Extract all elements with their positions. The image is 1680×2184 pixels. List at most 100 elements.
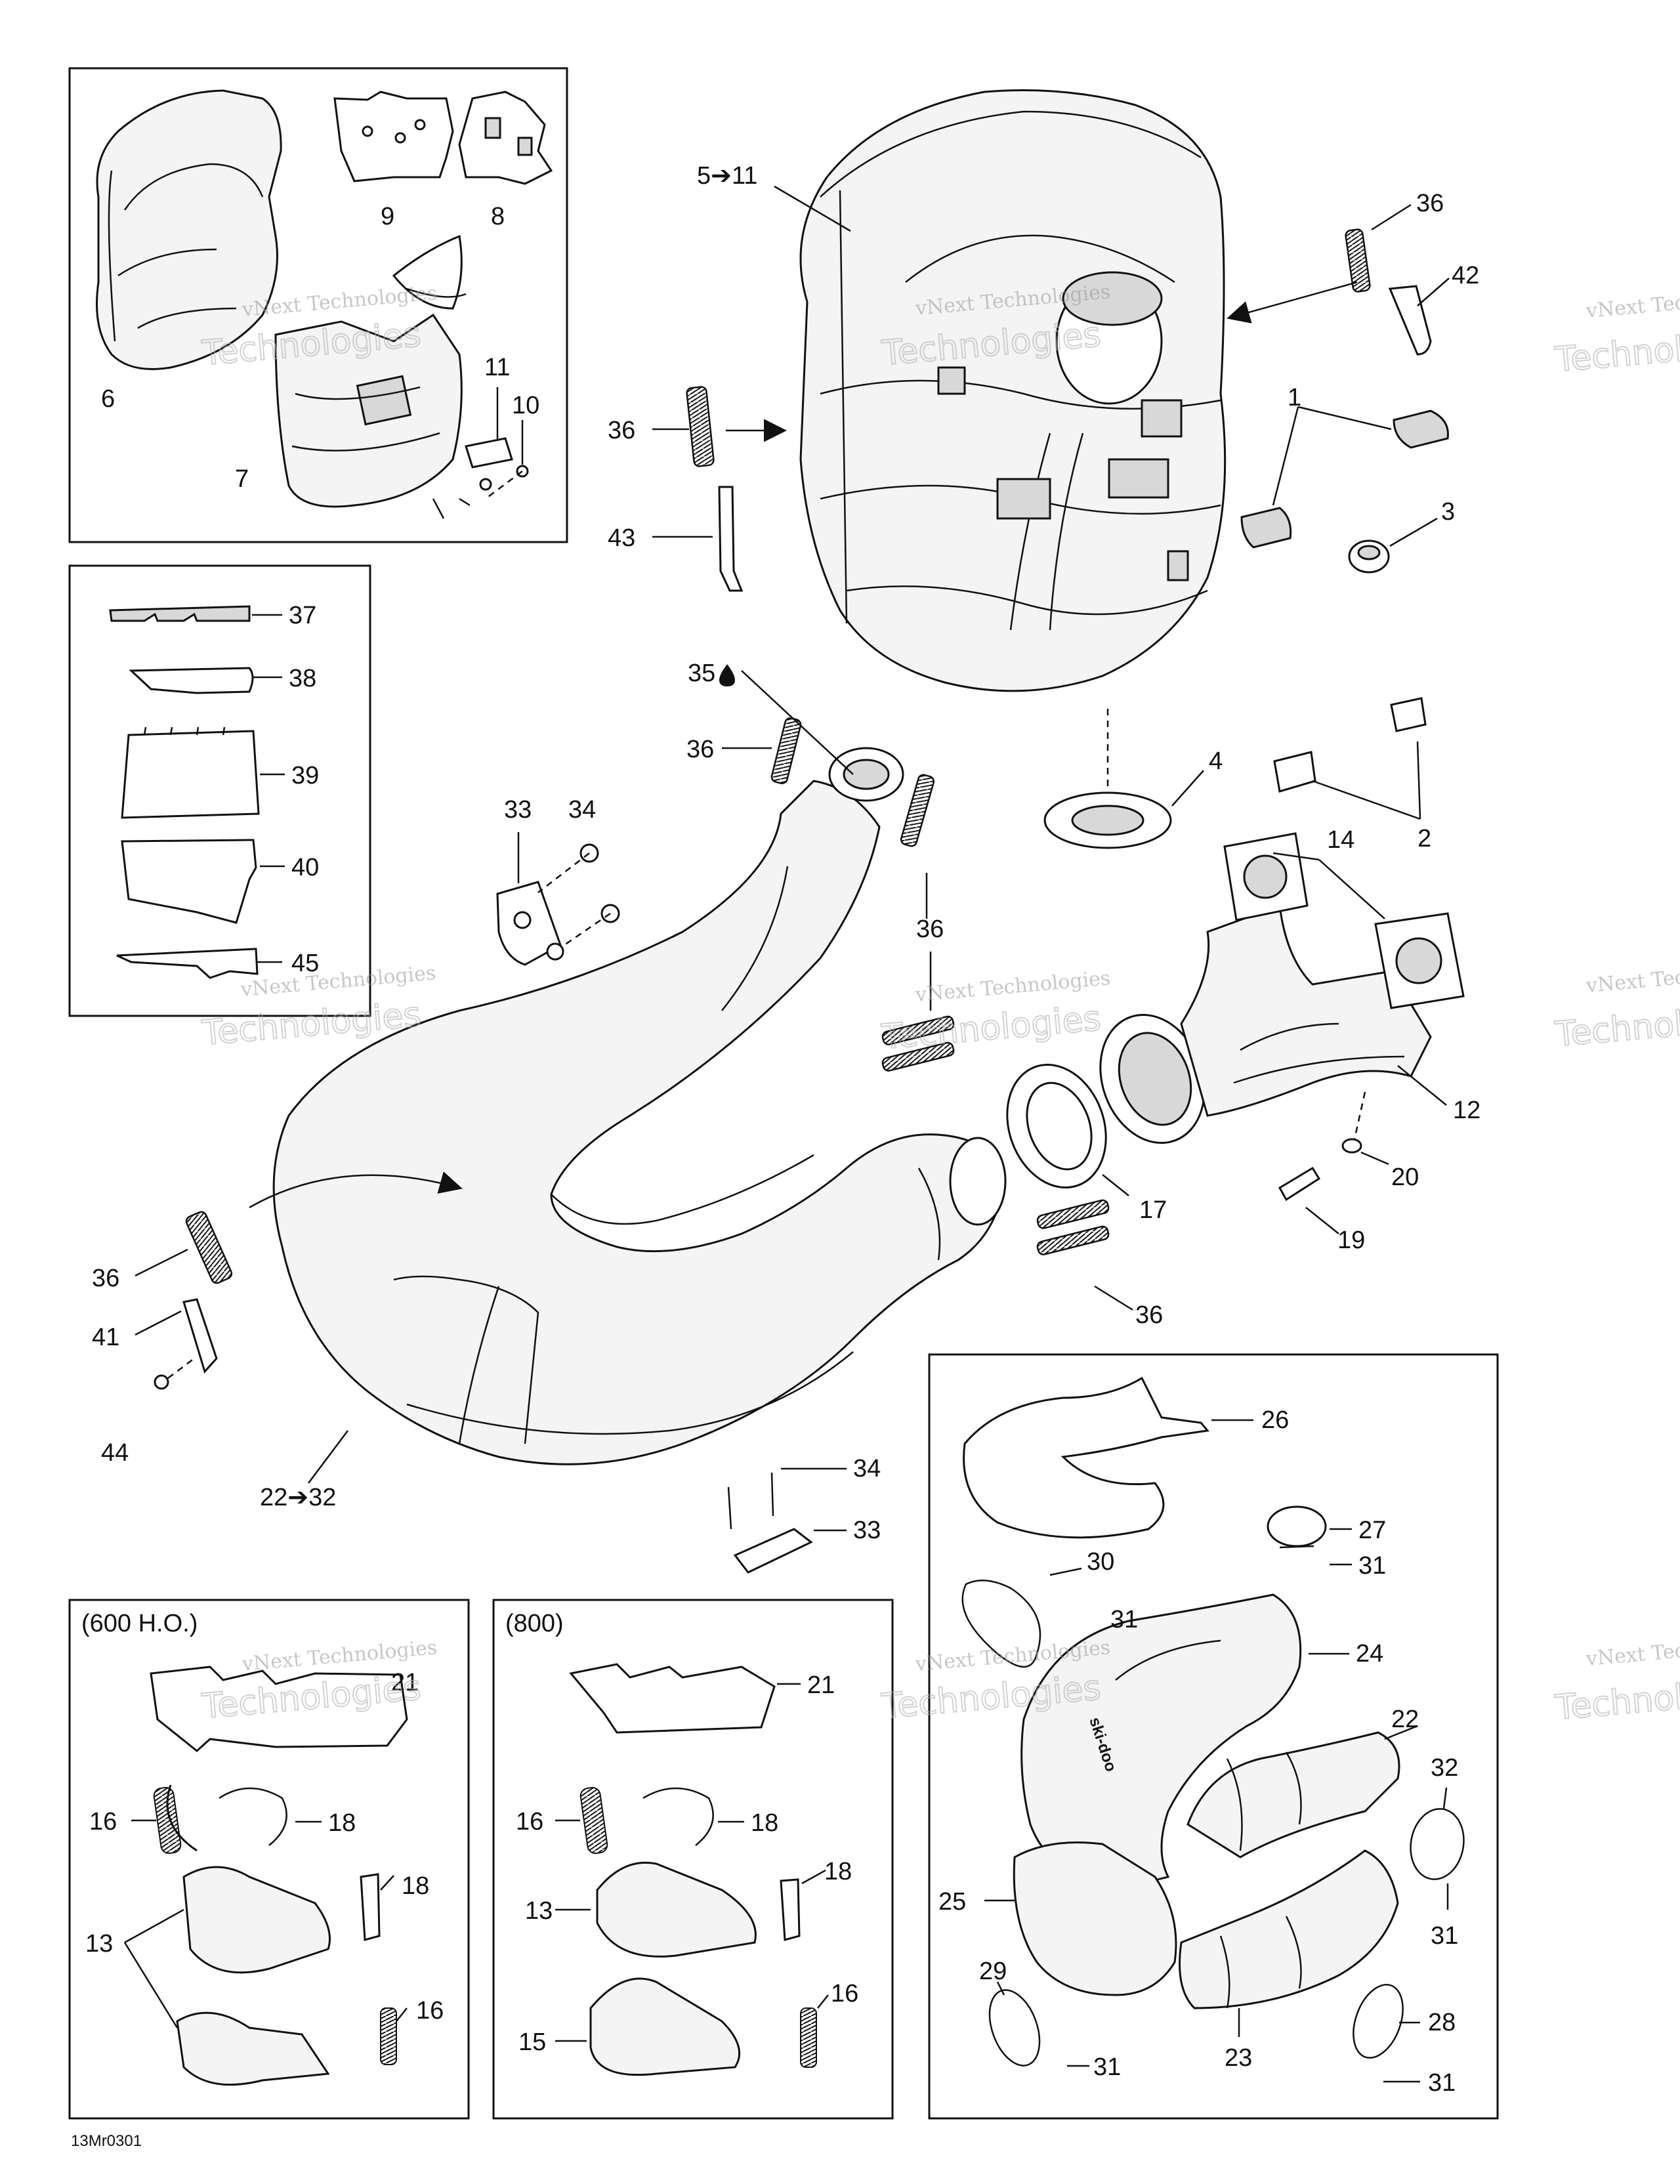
arrow-to-muffler-right xyxy=(1227,281,1358,324)
callout-42: 42 xyxy=(1452,262,1479,289)
heat-shield-part-9 xyxy=(333,91,454,182)
callout-16-600ho-upper: 16 xyxy=(89,1808,117,1836)
callout-17: 17 xyxy=(1139,1196,1167,1224)
callout-36-mid-right: 36 xyxy=(1135,1301,1163,1329)
springs-part-36-mid xyxy=(881,952,1133,1311)
callout-10: 10 xyxy=(512,392,539,419)
callout-19: 19 xyxy=(1337,1227,1365,1254)
callout-34-lower: 34 xyxy=(853,1455,881,1482)
gasket-part-4 xyxy=(1043,709,1204,849)
callout-36-lower-left: 36 xyxy=(92,1265,119,1292)
callout-21-600ho: 21 xyxy=(391,1669,419,1696)
callout-21-800: 21 xyxy=(807,1671,835,1699)
callout-31-covers-a: 31 xyxy=(1358,1552,1386,1580)
callout-16-600ho-lower: 16 xyxy=(416,1997,444,2025)
callout-33-upper: 33 xyxy=(504,796,532,824)
callout-45: 45 xyxy=(291,950,319,977)
callout-11: 11 xyxy=(484,354,510,381)
callout-6: 6 xyxy=(101,385,115,413)
callout-32: 32 xyxy=(1431,1754,1458,1782)
callout-18-800-lower: 18 xyxy=(824,1858,852,1885)
inset-frame-shields xyxy=(68,67,568,543)
callout-33-lower: 33 xyxy=(853,1517,881,1544)
callout-31-covers-d: 31 xyxy=(1093,2053,1121,2081)
callout-40: 40 xyxy=(291,854,319,881)
inset-600ho-parts xyxy=(123,1666,408,2086)
bolt-part-19 xyxy=(1278,1166,1339,1234)
screw-part-34-upper xyxy=(537,843,620,946)
washer-part-20 xyxy=(1341,1091,1389,1166)
callout-38: 38 xyxy=(289,665,316,692)
callout-4: 4 xyxy=(1209,747,1223,775)
callout-18-600ho-upper: 18 xyxy=(328,1809,356,1837)
callout-36-left-muffler: 36 xyxy=(608,417,635,444)
callout-5-11: 5➔11 xyxy=(697,162,757,190)
gasket-part-14 xyxy=(1223,832,1465,1009)
callout-18-800-upper: 18 xyxy=(751,1809,778,1837)
callout-43: 43 xyxy=(608,524,635,552)
spring-part-36-lower-left xyxy=(135,1211,233,1284)
insulation-part-26 xyxy=(963,1376,1253,1539)
bracket-part-43 xyxy=(652,486,744,592)
decal-part-37 xyxy=(109,605,282,622)
band-part-30 xyxy=(961,1567,1082,1668)
callout-12: 12 xyxy=(1453,1097,1480,1124)
callout-22-32: 22➔32 xyxy=(260,1484,336,1511)
callout-15: 15 xyxy=(518,2028,546,2056)
callout-16-800-lower: 16 xyxy=(831,1980,858,2007)
callout-36-mid: 36 xyxy=(916,915,944,943)
clip-part-33-upper xyxy=(496,832,564,966)
callout-14: 14 xyxy=(1327,826,1354,854)
decal-part-39 xyxy=(121,726,285,819)
spring-part-36-upper-right xyxy=(1345,203,1412,293)
screw-part-10 xyxy=(406,287,529,519)
bushing-part-3 xyxy=(1348,517,1438,574)
callout-22: 22 xyxy=(1391,1706,1419,1733)
callout-34-upper: 34 xyxy=(568,796,596,824)
callout-31-covers-b: 31 xyxy=(1110,1606,1138,1633)
screw-part-34-lower xyxy=(727,1467,847,1530)
callout-7: 7 xyxy=(235,465,249,493)
band-parts-27-31 xyxy=(1267,1505,1352,1566)
inset-frame-tuned-pipe-covers xyxy=(928,1353,1499,2120)
inset-label-600ho: (600 H.O.) xyxy=(81,1610,198,1637)
callout-31-covers-e: 31 xyxy=(1428,2069,1456,2097)
callout-28: 28 xyxy=(1428,2009,1456,2036)
watermark-outline: Technologies xyxy=(1553,322,1680,380)
grommet-part-2 xyxy=(1273,697,1427,820)
decal-part-38 xyxy=(129,667,282,694)
callout-41: 41 xyxy=(92,1324,119,1351)
callout-23: 23 xyxy=(1225,2044,1252,2072)
callout-1: 1 xyxy=(1288,384,1301,411)
muffler-assembly xyxy=(774,89,1227,692)
callout-29: 29 xyxy=(979,1958,1007,1985)
tuned-pipe-assembly xyxy=(249,747,1007,1484)
watermark-outline: Technologies xyxy=(1553,996,1680,1055)
clip-part-33-lower xyxy=(733,1528,847,1574)
inset-frame-decals xyxy=(68,564,371,1017)
drawing-code: 13Mr0301 xyxy=(71,2132,142,2150)
grommet-part-1 xyxy=(1240,406,1449,549)
callout-25: 25 xyxy=(938,1888,966,1916)
tuned-pipe-cover-part-25-23 xyxy=(984,1841,1399,2037)
decal-part-45 xyxy=(116,948,282,979)
inset-frame-800 xyxy=(492,1599,894,2120)
band-parts-28-31 xyxy=(1353,1984,1420,2083)
oil-drop-icon xyxy=(719,664,735,686)
callout-30: 30 xyxy=(1087,1548,1114,1576)
inset-label-800: (800) xyxy=(505,1610,564,1637)
callout-18-600ho-lower: 18 xyxy=(402,1872,429,1900)
callout-9: 9 xyxy=(381,203,394,230)
callout-13-600ho: 13 xyxy=(85,1930,113,1958)
callout-16-800-upper: 16 xyxy=(516,1808,543,1836)
decal-part-40 xyxy=(121,839,285,924)
callout-24: 24 xyxy=(1356,1640,1383,1668)
callout-13-800: 13 xyxy=(525,1897,553,1925)
callout-31-covers-c: 31 xyxy=(1431,1922,1458,1950)
watermark-outline: Technologies xyxy=(1553,1670,1680,1728)
heat-shield-part-8 xyxy=(458,91,553,185)
callout-44: 44 xyxy=(101,1439,129,1467)
muffler-shield-part-7 xyxy=(274,234,463,508)
screw-part-44 xyxy=(154,1358,195,1390)
